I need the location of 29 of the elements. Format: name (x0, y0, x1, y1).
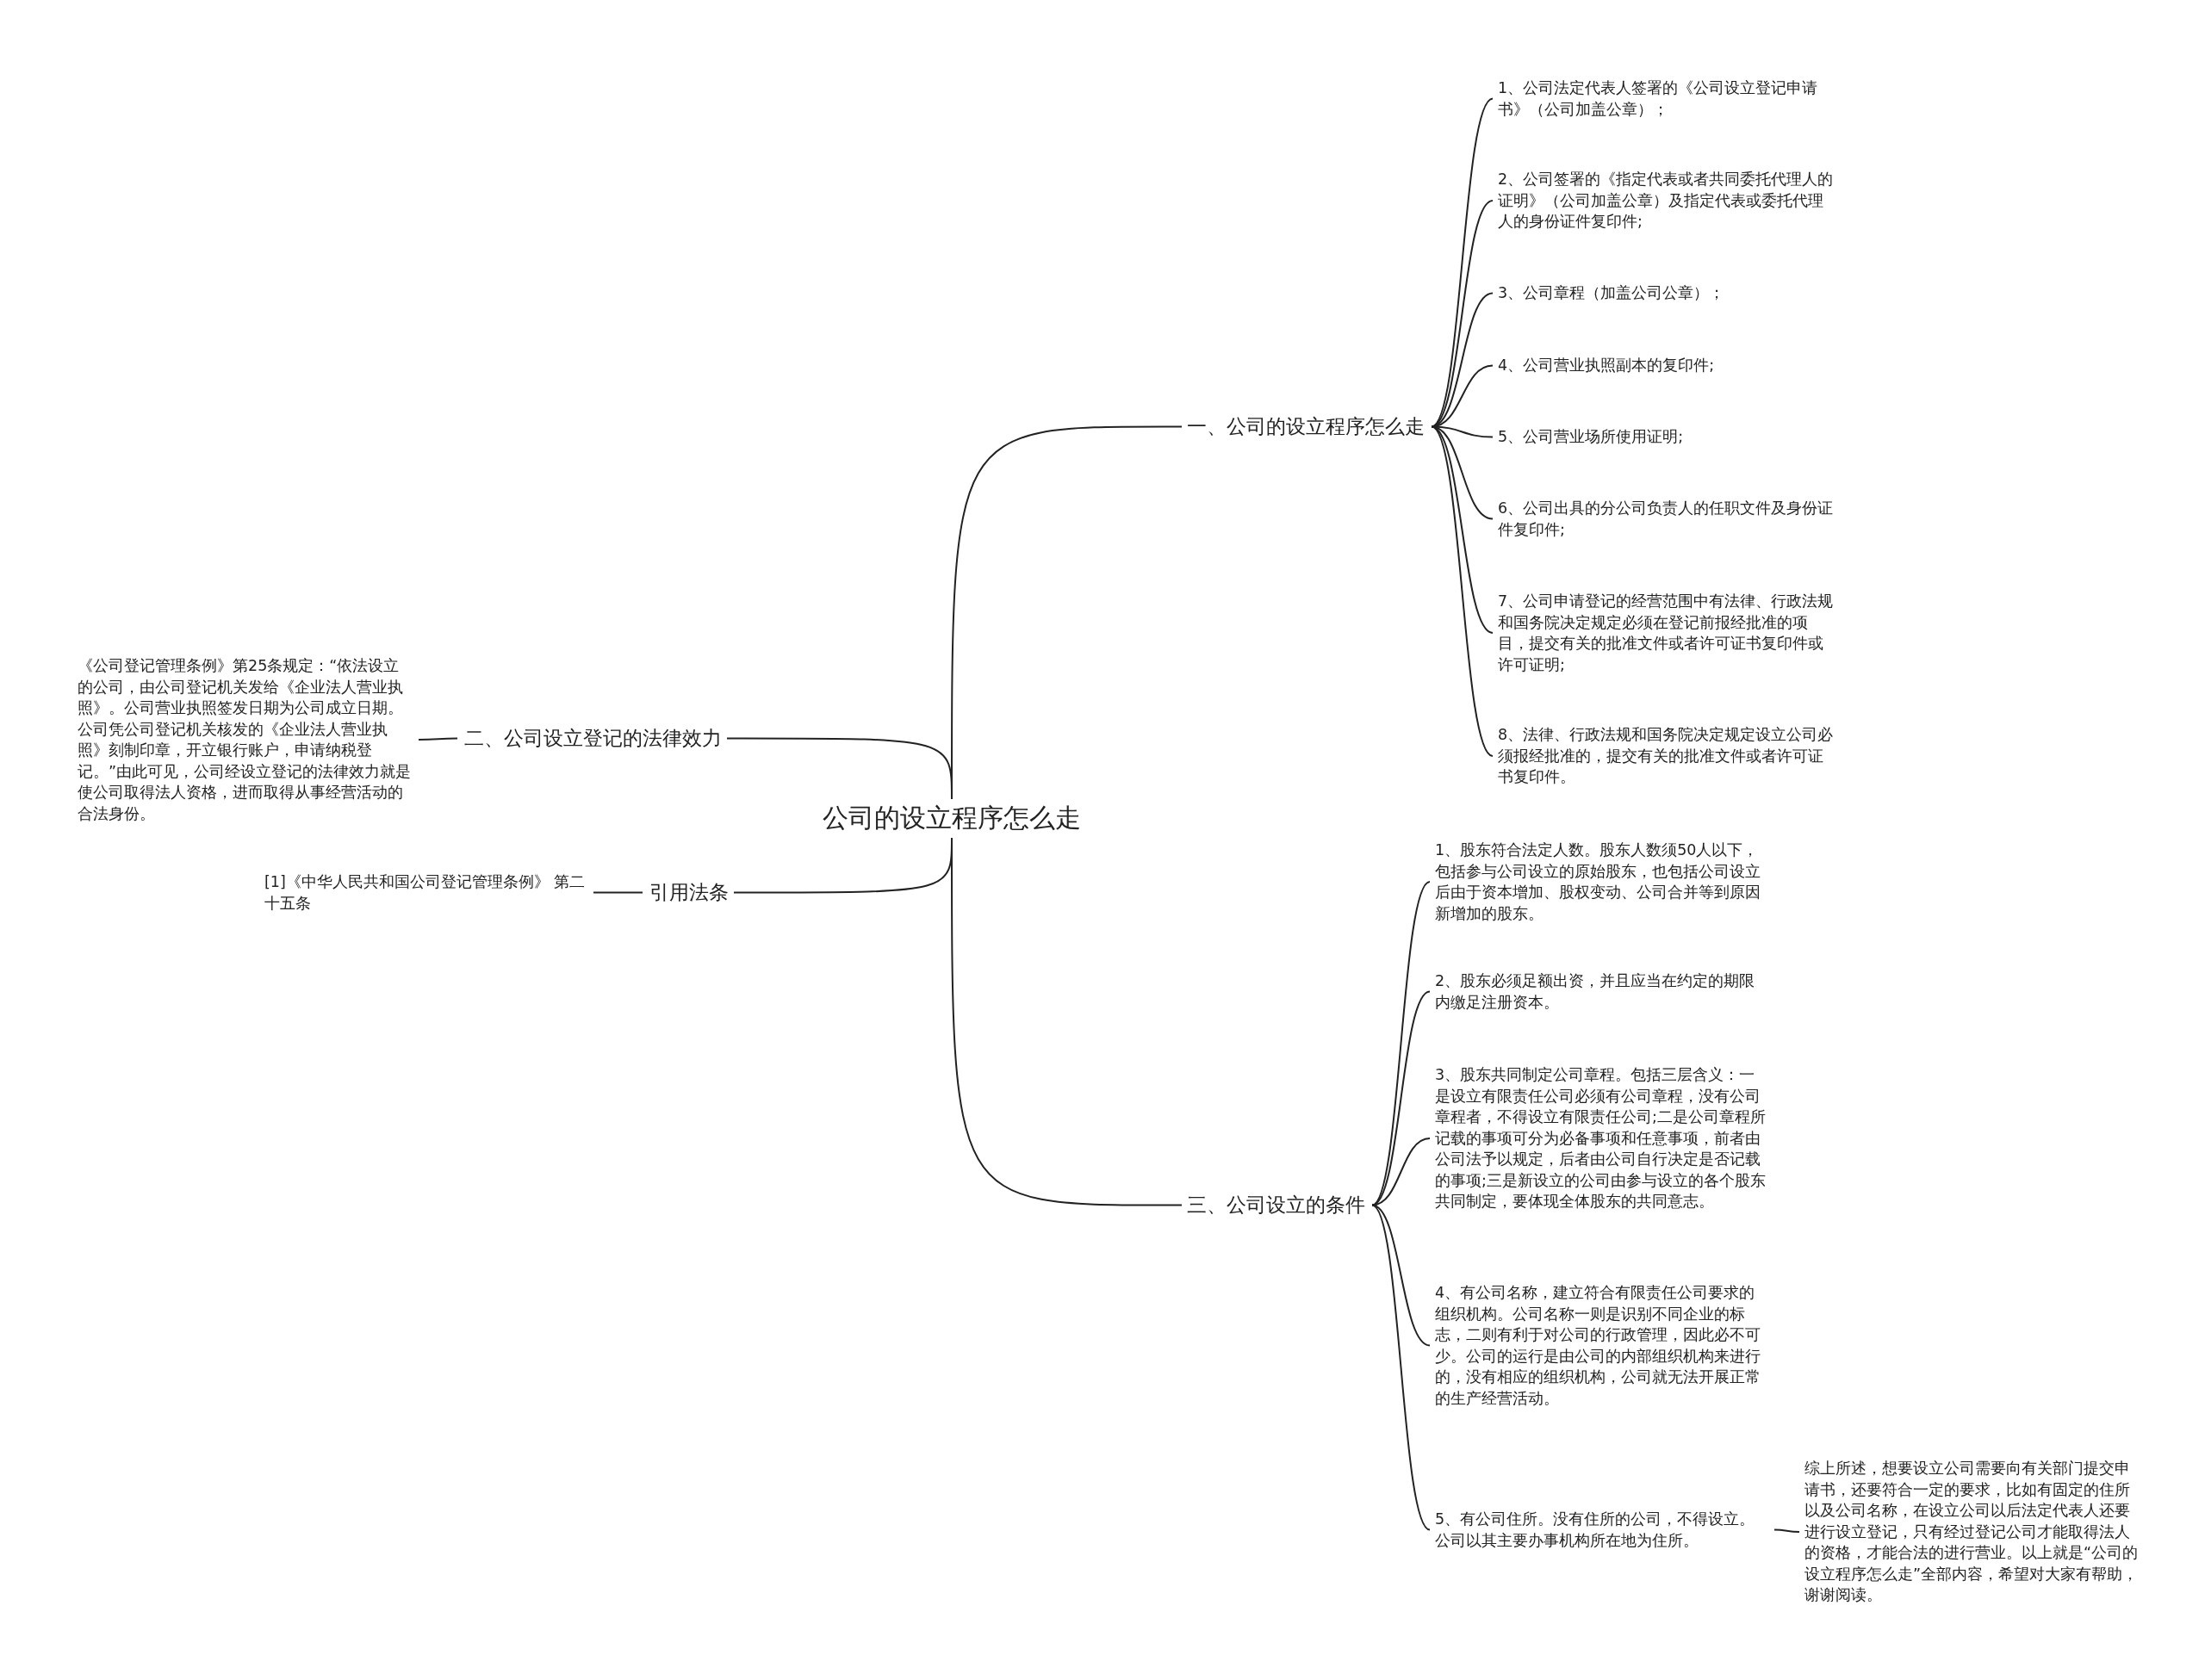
connector-line (951, 837, 1183, 1206)
connector-line (1371, 1138, 1431, 1206)
note-text: [1]《中华人民共和国公司登记管理条例》 第二十五条 (264, 871, 588, 914)
connector-line (726, 737, 953, 800)
central-topic: 公司的设立程序怎么走 (823, 801, 1081, 836)
connector-line (1773, 1528, 1800, 1533)
branch-label: 二、公司设立登记的法律效力 (464, 725, 722, 752)
note-text: 5、有公司住所。没有住所的公司，不得设立。公司以其主要办事机构所在地为住所。 (1435, 1509, 1767, 1551)
branch-label: 一、公司的设立程序怎么走 (1187, 413, 1425, 440)
note-text: 2、股东必须足额出资，并且应当在约定的期限内缴足注册资本。 (1435, 970, 1767, 1013)
note-text: 4、公司营业执照副本的复印件; (1498, 355, 1834, 376)
note-text: 8、法律、行政法规和国务院决定规定设立公司必须报经批准的，提交有关的批准文件或者许可证书复印件。 (1498, 724, 1834, 788)
note-text: 2、公司签署的《指定代表或者共同委托代理人的证明》（公司加盖公章）及指定代表或委托代理人的身份证件复印件; (1498, 169, 1834, 232)
note-text: 《公司登记管理条例》第25条规定：“依法设立的公司，由公司登记机关发给《企业法人营业执照》。公司营业执照签发日期为公司成立日期。公司凭公司登记机关核发的《企业法人营业执照》刻制印章，开立银行账户，申请纳税登记。”由此可见，公司经设立登记的法律效力就是使公司取得法人资格，进而取得从事经营活动的合法身份。 (78, 655, 413, 824)
branch-label: 引用法条 (649, 879, 729, 906)
note-text: 综上所述，想要设立公司需要向有关部门提交申请书，还要符合一定的要求，比如有固定的住所以及公司名称，在设立公司以后法定代表人还要进行设立登记，只有经过登记公司才能取得法人的资格，才能合法的进行营业。以上就是“公司的设立程序怎么走”全部内容，希望对大家有帮助，谢谢阅读。 (1804, 1458, 2140, 1606)
note-text: 1、公司法定代表人签署的《公司设立登记申请书》（公司加盖公章）； (1498, 77, 1834, 120)
note-text: 1、股东符合法定人数。股东人数须50人以下，包括参与公司设立的原始股东，也包括公司设立后由于资本增加、股权变动、公司合并等到原因新增加的股东。 (1435, 840, 1767, 924)
note-text: 5、公司营业场所使用证明; (1498, 426, 1834, 448)
note-text: 7、公司申请登记的经营范围中有法律、行政法规和国务院决定规定必须在登记前报经批准的项目，提交有关的批准文件或者许可证书复印件或许可证明; (1498, 591, 1834, 675)
connector-line (418, 737, 458, 741)
note-text: 3、公司章程（加盖公司公章）； (1498, 282, 1834, 304)
note-text: 4、有公司名称，建立符合有限责任公司要求的组织机构。公司名称一则是识别不同企业的标志，二则有利于对公司的行政管理，因此必不可少。公司的运行是由公司的内部组织机构来进行的，没有相应的组织机构，公司就无法开展正常的生产经营活动。 (1435, 1282, 1767, 1409)
connector-line (593, 891, 643, 894)
note-text: 3、股东共同制定公司章程。包括三层含义：一是设立有限责任公司必须有公司章程，没有公司章程者，不得设立有限责任公司;二是公司章程所记载的事项可分为必备事项和任意事项，前者由公司法予以规定，后者由公司自行决定是否记载的事项;三是新设立的公司由参与设立的各个股东共同制定，要体现全体股东的共同意志。 (1435, 1064, 1767, 1212)
branch-label: 三、公司设立的条件 (1187, 1192, 1365, 1218)
connector-line (1371, 1204, 1431, 1531)
connector-line (1431, 425, 1494, 757)
note-text: 6、公司出具的分公司负责人的任职文件及身份证件复印件; (1498, 498, 1834, 540)
